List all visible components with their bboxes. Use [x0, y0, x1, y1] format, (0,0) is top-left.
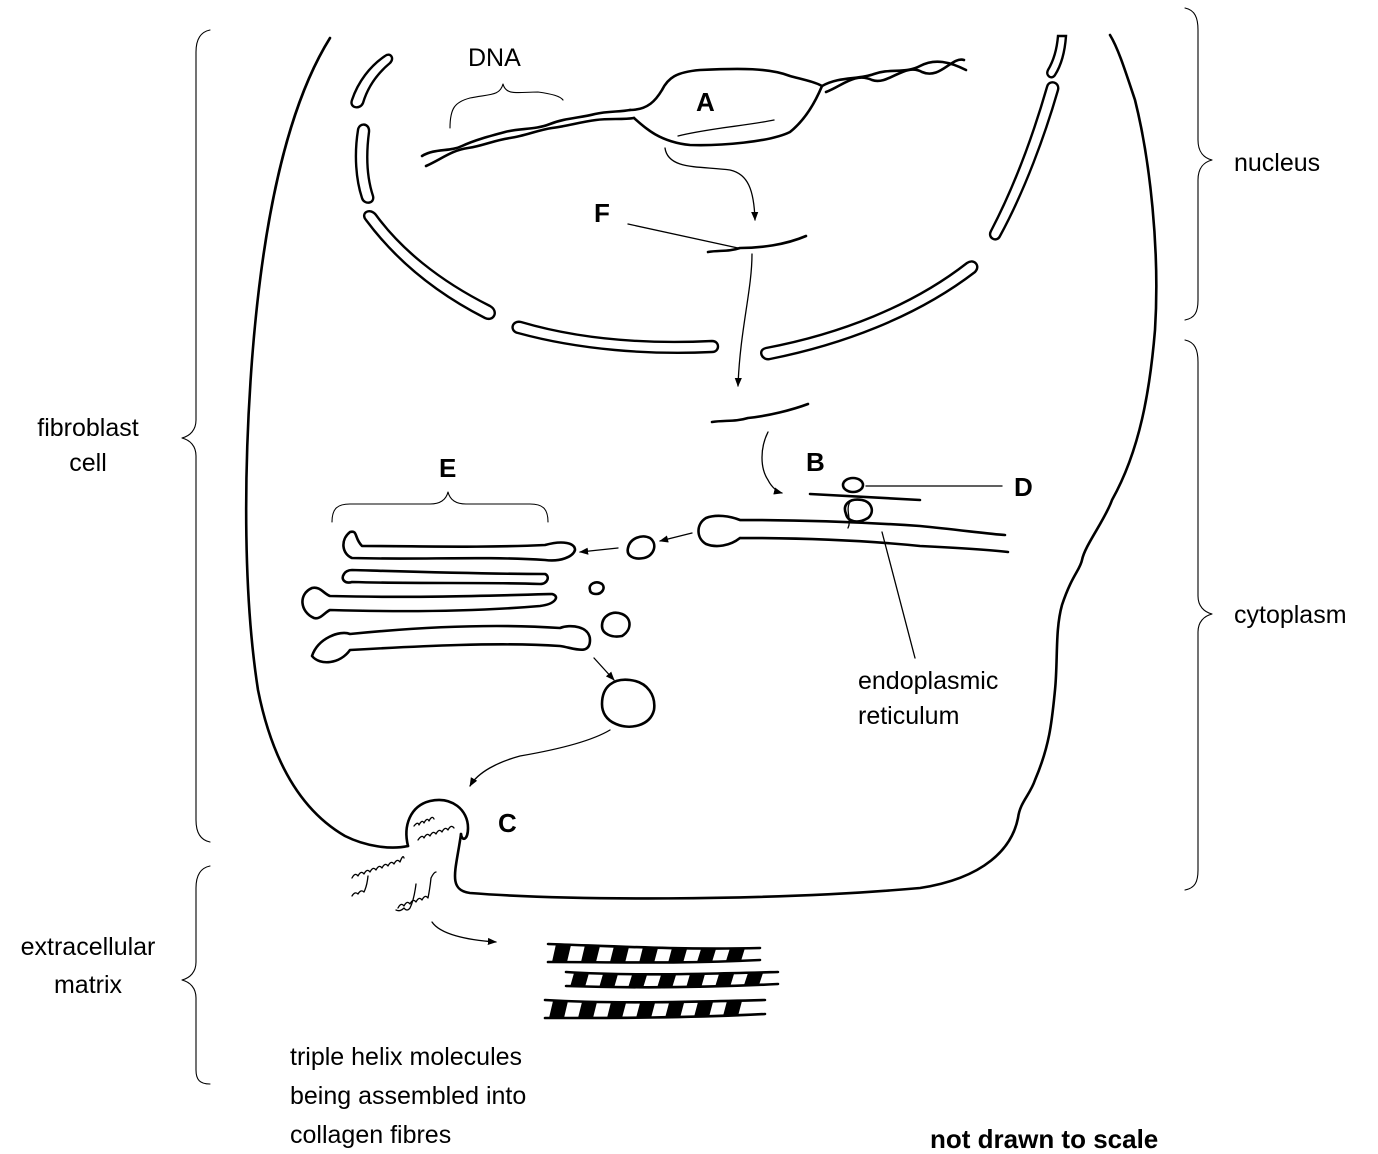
label-d: D	[1014, 472, 1033, 502]
triple-helix-caption-line2: being assembled into	[290, 1082, 526, 1110]
extracellular-label-line1: extracellular	[21, 933, 156, 961]
cytoplasm-brace	[1185, 340, 1212, 890]
fibroblast-label-line2: cell	[69, 449, 107, 477]
dna-label: DNA	[468, 44, 521, 72]
secretory-vesicle	[602, 680, 654, 727]
extracellular-label-line2: matrix	[54, 971, 123, 999]
triple-helix-molecule-1	[352, 857, 404, 878]
nuclear-envelope	[351, 36, 1066, 359]
golgi-to-vesicle-arrow	[594, 658, 614, 680]
assembly-arrow	[432, 922, 496, 942]
cytoplasm-label: cytoplasm	[1234, 601, 1347, 629]
polypeptide-chain	[848, 502, 850, 528]
mrna-to-ribosome-arrow	[762, 432, 782, 493]
er-leader-line	[882, 532, 915, 658]
fibroblast-label-line1: fibroblast	[37, 414, 138, 442]
collagen-fibres	[545, 944, 778, 1018]
golgi-apparatus-e	[302, 532, 590, 663]
transcription-arrow	[665, 148, 755, 220]
extracellular-matrix-brace	[182, 866, 210, 1084]
fibroblast-cell-brace	[182, 30, 210, 842]
label-c: C	[498, 808, 517, 838]
nucleus-label: nucleus	[1234, 149, 1320, 177]
dna-strand-2	[426, 118, 634, 166]
golgi-vesicle-medium	[602, 613, 630, 637]
rna-polymerase-a	[630, 69, 822, 145]
dna-strand-right-2	[826, 60, 964, 92]
mrna-cytoplasm	[712, 404, 808, 422]
transport-vesicle	[628, 536, 655, 558]
dna-strand-1	[422, 110, 630, 156]
exocytosis-vesicle-c	[406, 800, 468, 846]
mrna-forming	[678, 120, 774, 136]
triple-helix-caption-line1: triple helix molecules	[290, 1043, 522, 1071]
triple-helix-molecule-2	[398, 872, 436, 908]
nuclear-export-arrow	[738, 254, 752, 386]
golgi-brace	[332, 492, 548, 522]
label-f: F	[594, 198, 610, 228]
label-a: A	[696, 87, 715, 117]
er-to-vesicle-arrow	[660, 533, 692, 541]
nucleus-brace	[1185, 8, 1212, 320]
vesicle-to-membrane-arrow	[470, 730, 610, 786]
er-label-line1: endoplasmic	[858, 667, 998, 695]
ribosome-small-d	[843, 478, 863, 492]
golgi-vesicle-small	[590, 582, 604, 594]
er-label-line2: reticulum	[858, 702, 959, 730]
label-e: E	[439, 453, 456, 483]
triple-helix-caption-line3: collagen fibres	[290, 1121, 451, 1149]
collagen-in-vesicle-2	[414, 817, 434, 826]
label-b: B	[806, 447, 825, 477]
rough-er	[699, 516, 1009, 552]
triple-helix-molecule-1b	[352, 876, 368, 896]
mrna-on-ribosome	[810, 494, 920, 500]
collagen-in-vesicle-1	[418, 826, 454, 840]
scale-note: not drawn to scale	[930, 1124, 1158, 1154]
cell-membrane	[246, 38, 408, 848]
vesicle-to-golgi-arrow	[580, 548, 618, 552]
dna-brace	[450, 84, 563, 128]
f-leader-line	[628, 224, 738, 248]
